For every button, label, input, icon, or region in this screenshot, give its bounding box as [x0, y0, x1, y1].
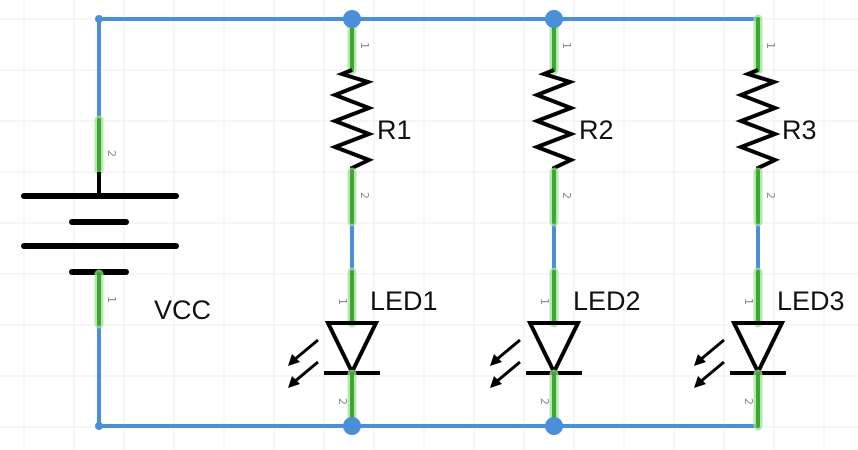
battery-pin-num-2: 2: [105, 150, 118, 157]
led1-pin-num-2: 2: [336, 398, 349, 405]
r3-label: R3: [782, 115, 817, 145]
battery-pin-num-1: 1: [105, 296, 118, 303]
led2-pin-num-1: 1: [538, 298, 551, 305]
r1-pin-num-1: 1: [358, 42, 371, 49]
led3-triangle: [730, 321, 786, 377]
branch-2: 1 2 R2 1 2 LED2: [490, 14, 641, 431]
r1-zigzag: [329, 68, 375, 172]
led1-triangle: [324, 321, 380, 377]
led2-label: LED2: [573, 286, 641, 316]
led2-pin-num-2: 2: [538, 398, 551, 405]
r2-zigzag: [531, 68, 577, 172]
battery-label: VCC: [154, 295, 211, 325]
r3-pin-num-1: 1: [764, 42, 777, 49]
branch-3: 1 2 R3 1 2 LED3: [694, 14, 845, 431]
r3-pin-num-2: 2: [764, 192, 777, 199]
junction-bottom-2[interactable]: [545, 417, 563, 435]
led-led1[interactable]: 1 2 LED1: [288, 267, 438, 431]
led3-pin-num-2: 2: [742, 398, 755, 405]
resistor-r3[interactable]: 1 2 R3: [735, 14, 817, 227]
r3-zigzag: [735, 68, 781, 172]
r2-pin-num-1: 1: [560, 42, 573, 49]
led-led3[interactable]: 1 2 LED3: [694, 267, 845, 431]
led3-emission-arrows-icon: [694, 338, 725, 388]
r2-label: R2: [579, 115, 614, 145]
led3-label: LED3: [777, 286, 845, 316]
junction-top-2[interactable]: [545, 10, 563, 28]
led3-pin-num-1: 1: [742, 298, 755, 305]
led2-emission-arrows-icon: [490, 338, 521, 388]
wire-corner-top-left: [95, 15, 103, 23]
r1-pin-num-2: 2: [358, 192, 371, 199]
junctions: [95, 10, 563, 435]
led1-emission-arrows-icon: [288, 338, 319, 388]
led2-triangle: [526, 321, 582, 377]
r2-pin-num-2: 2: [560, 192, 573, 199]
wires: [97, 17, 760, 428]
led1-pin-num-1: 1: [336, 298, 349, 305]
wire-corner-bottom-left: [95, 422, 103, 430]
led1-label: LED1: [370, 286, 438, 316]
led-led2[interactable]: 1 2 LED2: [490, 267, 641, 431]
junction-bottom-1[interactable]: [343, 417, 361, 435]
r1-label: R1: [377, 115, 412, 145]
junction-top-1[interactable]: [343, 10, 361, 28]
battery-vcc[interactable]: 2 1 VCC: [21, 115, 211, 329]
